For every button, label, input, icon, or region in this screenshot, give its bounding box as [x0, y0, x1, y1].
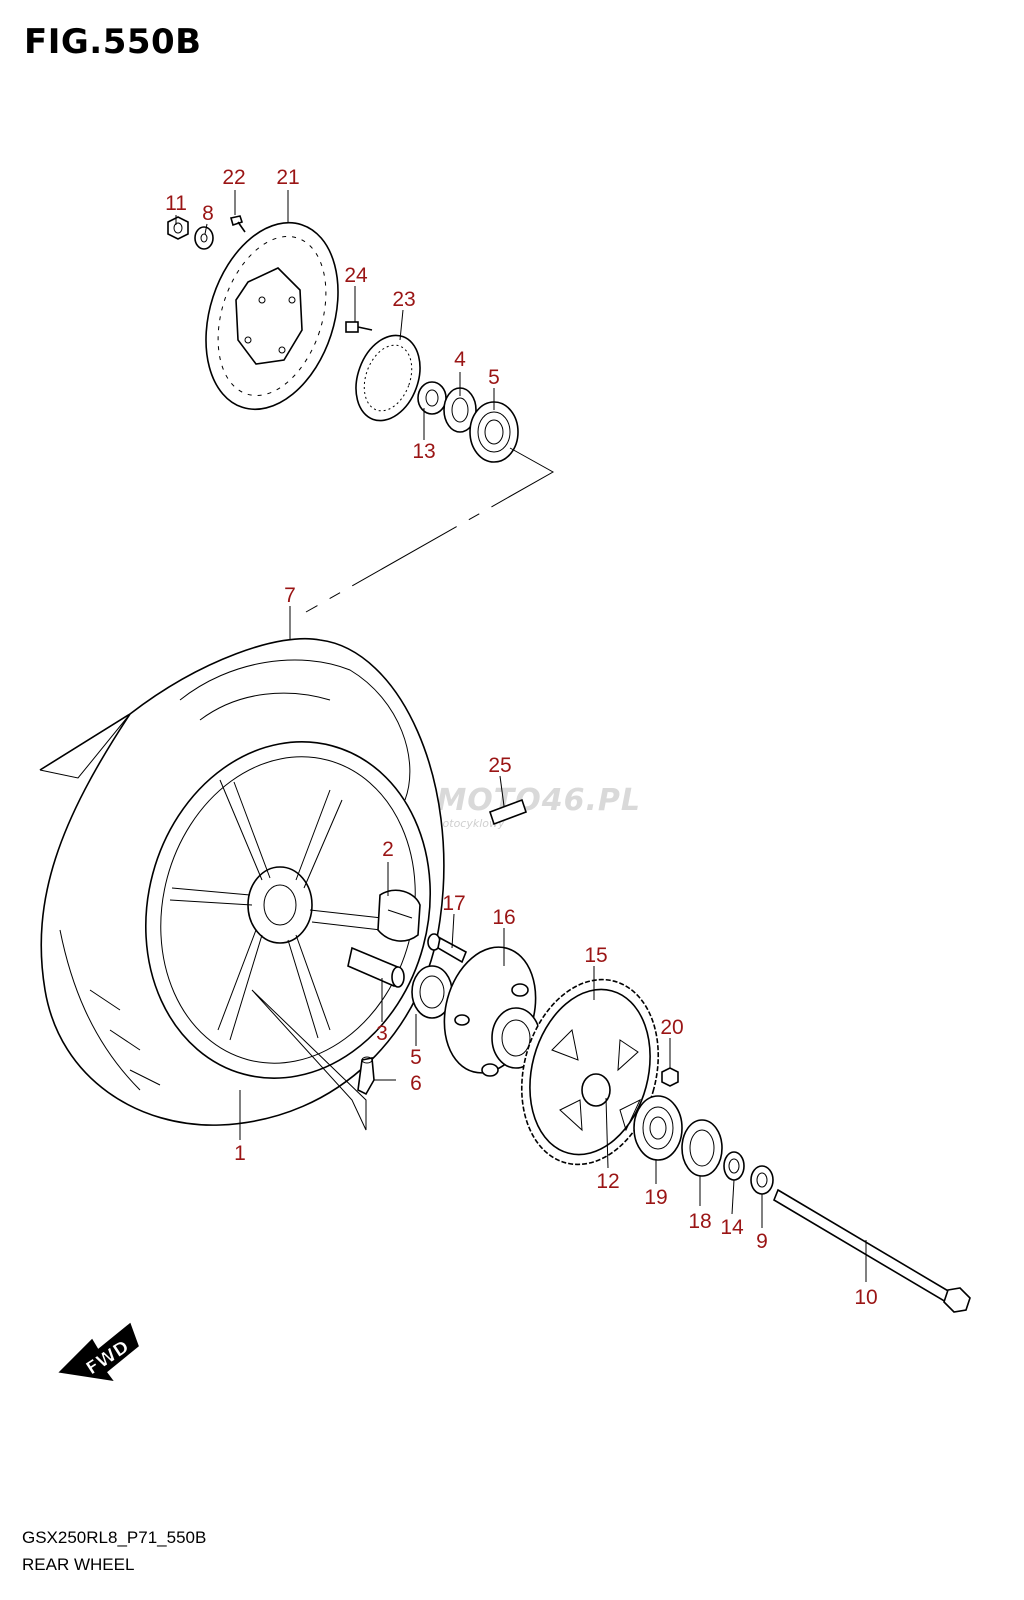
callout-17: 17	[442, 892, 465, 915]
callout-15: 15	[584, 944, 607, 967]
callout-22: 22	[222, 166, 245, 189]
callout-9: 9	[756, 1230, 768, 1253]
brake-disc	[205, 221, 339, 411]
wheel-bearing-left	[469, 401, 519, 463]
callout-7: 7	[284, 584, 296, 607]
disc-bolt	[229, 215, 246, 233]
callout-2: 2	[382, 838, 394, 861]
callout-20: 20	[660, 1016, 683, 1039]
sprocket-mounting-bolt	[427, 933, 468, 964]
callout-5-upper: 5	[488, 366, 500, 389]
wheel-damper	[377, 889, 421, 942]
disc-washer	[194, 226, 214, 250]
tire-valve	[357, 1056, 375, 1096]
diagram-caption: REAR WHEEL	[22, 1555, 135, 1574]
callout-labels: 11 8 22 21 24 23 4 5 13 7 25 2 17 16 15 …	[165, 166, 878, 1309]
axle-spacer	[347, 946, 405, 988]
callout-10: 10	[854, 1286, 877, 1309]
rear-sprocket	[520, 978, 660, 1166]
callout-3: 3	[376, 1022, 388, 1045]
abs-sensor-ring	[355, 334, 421, 422]
callout-1: 1	[234, 1142, 246, 1165]
callout-25: 25	[488, 754, 511, 777]
hub-bearing	[633, 1095, 683, 1161]
leader-lines	[175, 190, 867, 1282]
rear-wheel-rim	[144, 741, 432, 1079]
disc-nut	[167, 216, 189, 240]
diagram-code: GSX250RL8_P71_550B	[22, 1528, 207, 1547]
figure-title: FIG.550B	[24, 22, 202, 62]
callout-12: 12	[596, 1170, 619, 1193]
callout-14: 14	[720, 1216, 744, 1239]
callout-23: 23	[392, 288, 415, 311]
sprocket-nut	[661, 1067, 679, 1087]
callout-4: 4	[454, 348, 466, 371]
callout-6: 6	[410, 1072, 422, 1095]
hub-oil-seal	[681, 1119, 723, 1177]
balance-weight	[488, 798, 528, 826]
callout-16: 16	[492, 906, 515, 929]
wheel-bearing-right	[411, 965, 453, 1019]
callout-8: 8	[202, 202, 214, 225]
rear-axle	[773, 1188, 971, 1313]
axle-washer	[750, 1165, 774, 1195]
fwd-arrow-icon: FWD	[58, 1322, 139, 1382]
spacer-collar	[417, 381, 447, 415]
tire-leader-line	[39, 713, 131, 771]
callout-5-lower: 5	[410, 1046, 422, 1069]
callout-13: 13	[412, 440, 435, 463]
axle-collar	[723, 1151, 745, 1181]
sensor-bolt	[345, 321, 373, 333]
callout-11: 11	[165, 192, 187, 215]
callout-24: 24	[344, 264, 368, 287]
callout-18: 18	[688, 1210, 711, 1233]
tire-axis-line	[39, 713, 131, 779]
callout-19: 19	[644, 1186, 667, 1209]
callout-21: 21	[276, 166, 299, 189]
